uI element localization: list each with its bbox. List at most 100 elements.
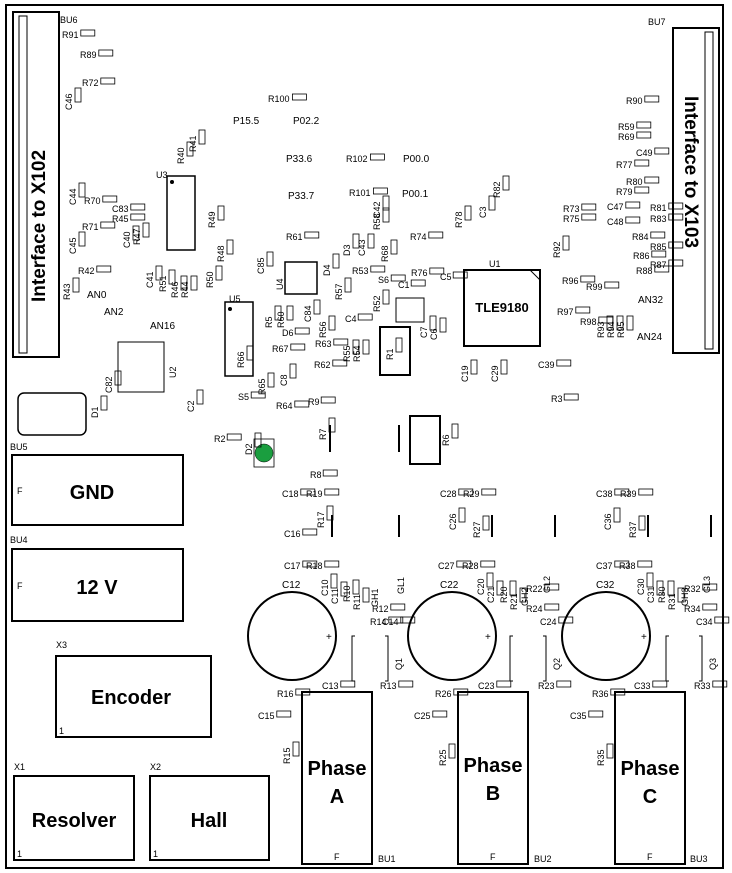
designator-r93: R93 [596, 321, 606, 338]
pad-r46 [180, 275, 188, 291]
pad-r54 [362, 339, 370, 355]
designator-c83: C83 [112, 204, 129, 214]
pad-c46 [74, 87, 82, 103]
designator-c17: C17 [284, 561, 301, 571]
designator-r87: R87 [650, 260, 667, 270]
pad-r29 [481, 488, 497, 496]
c12-plus: + [326, 632, 332, 643]
designator-r69: R69 [618, 132, 635, 142]
u1-tle9180-ic [463, 269, 541, 347]
pad-r101 [372, 187, 388, 195]
pad-c84 [313, 299, 321, 315]
gl3-label: GL3 [702, 576, 712, 593]
pad-c39 [556, 359, 572, 367]
designator-r18: R18 [306, 561, 323, 571]
pad-c85 [266, 251, 274, 267]
pad-r81 [668, 202, 684, 210]
designator-c23: C23 [478, 681, 495, 691]
pad-c35 [588, 710, 604, 718]
pad-c19 [470, 359, 478, 375]
designator-r32: R32 [684, 584, 701, 594]
pad-r95 [626, 315, 634, 331]
designator-r5: R5 [264, 316, 274, 328]
designator-c44: C44 [68, 188, 78, 205]
pad-r50 [215, 265, 223, 281]
pad-r73 [581, 203, 597, 211]
pad-c31 [656, 580, 664, 596]
bu5-gnd-terminal [11, 454, 184, 526]
designator-r57: R57 [334, 283, 344, 300]
x3-ref: X3 [56, 640, 67, 650]
pad-r26 [453, 688, 469, 696]
designator-c41: C41 [145, 271, 155, 288]
designator-r9: R9 [308, 397, 320, 407]
designator-c36: C36 [603, 513, 613, 530]
designator-r89: R89 [80, 50, 97, 60]
designator-c82: C82 [104, 376, 114, 393]
pad-r12 [390, 603, 406, 611]
designator-r12: R12 [372, 604, 389, 614]
pad-d6 [294, 327, 310, 335]
designator-r102: R102 [346, 154, 368, 164]
pad-r1 [395, 337, 403, 353]
pad-d3 [352, 233, 360, 249]
designator-d4: D4 [322, 264, 332, 276]
pad-c5 [452, 271, 468, 279]
designator-r92: R92 [552, 241, 562, 258]
bu7-label: Interface to X103 [680, 96, 701, 248]
designator-r68: R68 [380, 245, 390, 262]
designator-c21: C21 [486, 586, 496, 603]
pad-r92 [562, 235, 570, 251]
bu1-line2: A [330, 786, 344, 808]
designator-r49: R49 [207, 211, 217, 228]
designator-c18: C18 [282, 489, 299, 499]
bu4-label: 12 V [76, 577, 118, 599]
designator-r19: R19 [306, 489, 323, 499]
designator-c13: C13 [322, 681, 339, 691]
pad-c82 [114, 370, 122, 386]
pad-r41 [198, 129, 206, 145]
pad-r56 [328, 315, 336, 331]
u3-pin1-dot [170, 180, 174, 184]
pad-r77 [634, 159, 650, 167]
tp-an2: AN2 [104, 307, 124, 318]
bu2-pin: F [490, 852, 496, 862]
designator-c24: C24 [540, 617, 557, 627]
designator-r10: R10 [342, 585, 352, 602]
x3-encoder-header [55, 655, 212, 738]
pad-r74 [428, 231, 444, 239]
designator-r97: R97 [557, 307, 574, 317]
designator-r95: R95 [616, 321, 626, 338]
bu2-line2: B [486, 783, 500, 805]
bu2-line1: Phase [464, 755, 523, 777]
pad-r43 [72, 277, 80, 293]
tp-p33-6: P33.6 [286, 154, 313, 165]
bu7-ref: BU7 [648, 17, 666, 27]
tp-p33-7: P33.7 [288, 191, 315, 202]
designator-r11: R11 [352, 594, 362, 610]
designator-c35: C35 [570, 711, 587, 721]
pad-r13 [398, 680, 414, 688]
c12-bulk-capacitor [247, 591, 337, 681]
designator-r39: R39 [620, 489, 637, 499]
pad-c24 [558, 616, 574, 624]
designator-r25: R25 [438, 749, 448, 766]
designator-r62: R62 [314, 360, 331, 370]
pad-r83 [668, 213, 684, 221]
designator-r54: R54 [352, 345, 362, 362]
designator-r85: R85 [650, 242, 667, 252]
tp-p02-2: P02.2 [293, 116, 320, 127]
pad-r45 [130, 213, 146, 221]
tp-p00-0: P00.0 [403, 154, 430, 165]
designator-c42: C42 [372, 201, 382, 218]
pad-c6 [439, 317, 447, 333]
designator-c38: C38 [596, 489, 613, 499]
designator-c19: C19 [460, 365, 470, 382]
c32-plus: + [641, 632, 647, 643]
pad-c36 [613, 507, 621, 523]
pad-r23 [556, 680, 572, 688]
designator-r60: R60 [276, 311, 286, 328]
designator-r74: R74 [410, 232, 427, 242]
bu5-ref: BU5 [10, 442, 28, 452]
pad-c37 [614, 560, 630, 568]
